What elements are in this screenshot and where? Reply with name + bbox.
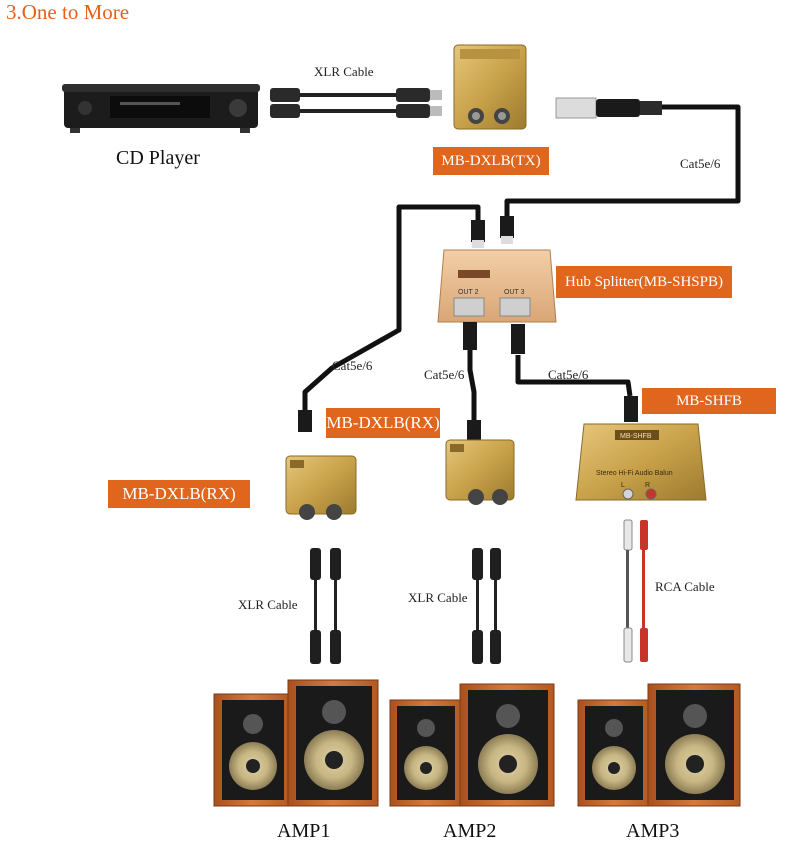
shfb-r-label: R [645,482,650,489]
rca-cable [623,519,648,663]
cat-cable-left [302,204,481,410]
xlr-cable-left-label: XLR Cable [238,597,298,612]
speakers-amp3 [577,683,741,807]
cat-cable-middle-label: Cat5e/6 [424,367,465,382]
rx-middle-label: MB-DXLB(RX) [326,408,440,438]
cd-player [62,84,260,133]
cd-player-label: CD Player [116,147,200,169]
cat-cable-left-label: Cat5e/6 [332,358,373,373]
shfb-print-text: Stereo Hi-Fi Audio Balun [596,470,673,477]
cat-cable-main [504,104,741,220]
splitter-out3-label: OUT 3 [504,289,525,296]
rj45-plug-tx [555,97,662,119]
cat-cable-right-label: Cat5e/6 [548,367,589,382]
xlr-cable-left [310,548,341,664]
shfb-l-label: L [621,482,625,489]
splitter-label: Hub Splitter(MB-SHSPB) [556,266,732,298]
amp3-label: AMP3 [626,820,680,842]
cat-cable-main-label: Cat5e/6 [680,156,721,171]
xlr-cable-middle [472,548,501,664]
xlr-cable-top [270,88,442,118]
rj45-plugs-splitter-in [471,216,514,248]
cat-cable-middle [467,350,477,425]
shfb-label: MB-SHFB [642,388,776,414]
cat-cable-right [515,355,633,397]
speakers-amp1 [213,679,379,807]
diagram-title: 3.One to More [6,0,130,24]
rx-left-label: MB-DXLB(RX) [108,480,250,508]
shfb-badge-text: MB-SHFB [620,433,652,440]
splitter-out2-label: OUT 2 [458,289,479,296]
hub-splitter: OUT 2 OUT 3 [437,249,557,323]
xlr-cable-top-label: XLR Cable [314,64,374,79]
shfb-unit: MB-SHFB Stereo Hi-Fi Audio Balun L R [575,396,707,501]
speakers-amp2 [389,683,555,807]
tx-label: MB-DXLB(TX) [433,147,549,175]
xlr-cable-middle-label: XLR Cable [408,590,468,605]
rx-middle-unit [445,420,515,505]
amp2-label: AMP2 [443,820,497,842]
rx-left-unit [285,410,357,520]
amp1-label: AMP1 [277,820,331,842]
rj45-plugs-splitter-out [463,322,525,354]
rca-cable-label: RCA Cable [655,579,715,594]
tx-unit [453,44,527,130]
